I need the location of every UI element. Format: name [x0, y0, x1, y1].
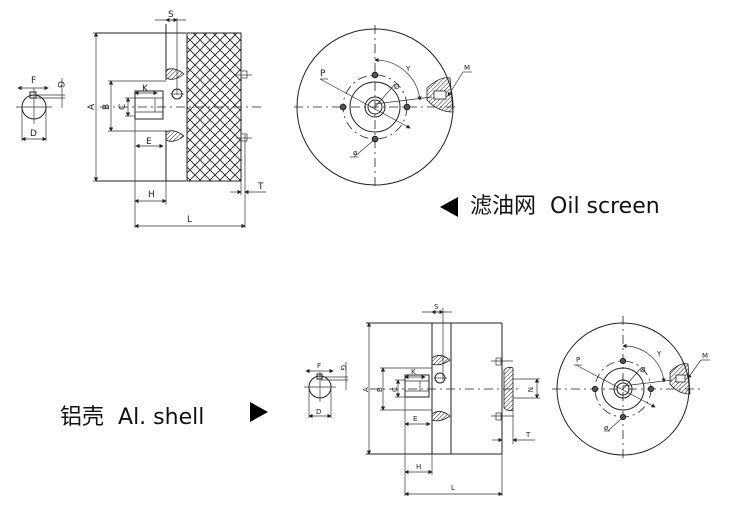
- al-shell-label-en: Al. shell: [118, 405, 205, 430]
- dim-label-E: E: [146, 137, 152, 147]
- dim-label-C-2: C: [391, 387, 399, 392]
- left-triangle-icon: [440, 197, 458, 217]
- dim-label-F-2: F: [317, 362, 321, 370]
- dim-label-G: G: [55, 81, 65, 88]
- dim-label-E-2: E: [413, 415, 417, 423]
- dim-label-A: A: [87, 103, 97, 110]
- dim-label-P-2: P: [576, 356, 580, 364]
- dim-label-L-2: L: [451, 484, 455, 492]
- oil-screen-side-view: A S B C K E: [87, 10, 266, 229]
- dim-label-T-2: T: [525, 431, 531, 439]
- dim-label-H: H: [148, 190, 155, 200]
- oil-screen-caption: 滤油网 Oil screen: [440, 188, 660, 220]
- dim-label-M: M: [464, 64, 470, 72]
- dim-label-D: D: [30, 129, 37, 139]
- oil-screen-shaft-end-view: F G D: [16, 76, 65, 142]
- dim-label-O: Ø: [394, 83, 400, 91]
- dim-label-B-2: B: [376, 387, 384, 392]
- dim-label-M-2: M: [702, 352, 708, 360]
- dim-label-F: F: [31, 76, 36, 86]
- dim-label-D-2: D: [316, 408, 321, 416]
- al-shell-front-view: Y P Ø ø M: [552, 316, 710, 460]
- dim-label-phi-2: ø: [604, 424, 609, 432]
- dim-label-T: T: [257, 182, 264, 192]
- oil-screen-label-en: Oil screen: [550, 194, 660, 219]
- oil-screen-label-cn: 滤油网: [470, 194, 537, 219]
- dim-label-P: P: [320, 69, 326, 79]
- dim-label-K: K: [142, 84, 149, 94]
- dim-label-N: N: [526, 387, 534, 392]
- dim-label-L: L: [187, 215, 192, 225]
- dim-label-O-2: Ø: [640, 366, 646, 374]
- oil-screen-front-view: Y P Ø ø M: [294, 25, 472, 190]
- al-shell-caption: 铝壳 Al. shell: [60, 399, 204, 431]
- dim-label-S: S: [168, 10, 174, 20]
- dim-label-Y: Y: [405, 65, 411, 73]
- al-shell-label-cn: 铝壳: [60, 405, 105, 430]
- dim-label-G-2: G: [339, 365, 347, 370]
- right-triangle-icon: [250, 402, 268, 422]
- al-shell-shaft-end-view: F G D: [304, 362, 348, 419]
- al-shell-side-view: A S B C K E: [362, 303, 540, 497]
- dim-label-Y-2: Y: [656, 350, 662, 358]
- dim-label-K-2: K: [411, 368, 416, 376]
- dim-label-phi: ø: [353, 149, 358, 157]
- dim-label-A-2: A: [362, 387, 370, 392]
- dim-label-H-2: H: [416, 463, 421, 471]
- dim-label-S-2: S: [434, 303, 439, 311]
